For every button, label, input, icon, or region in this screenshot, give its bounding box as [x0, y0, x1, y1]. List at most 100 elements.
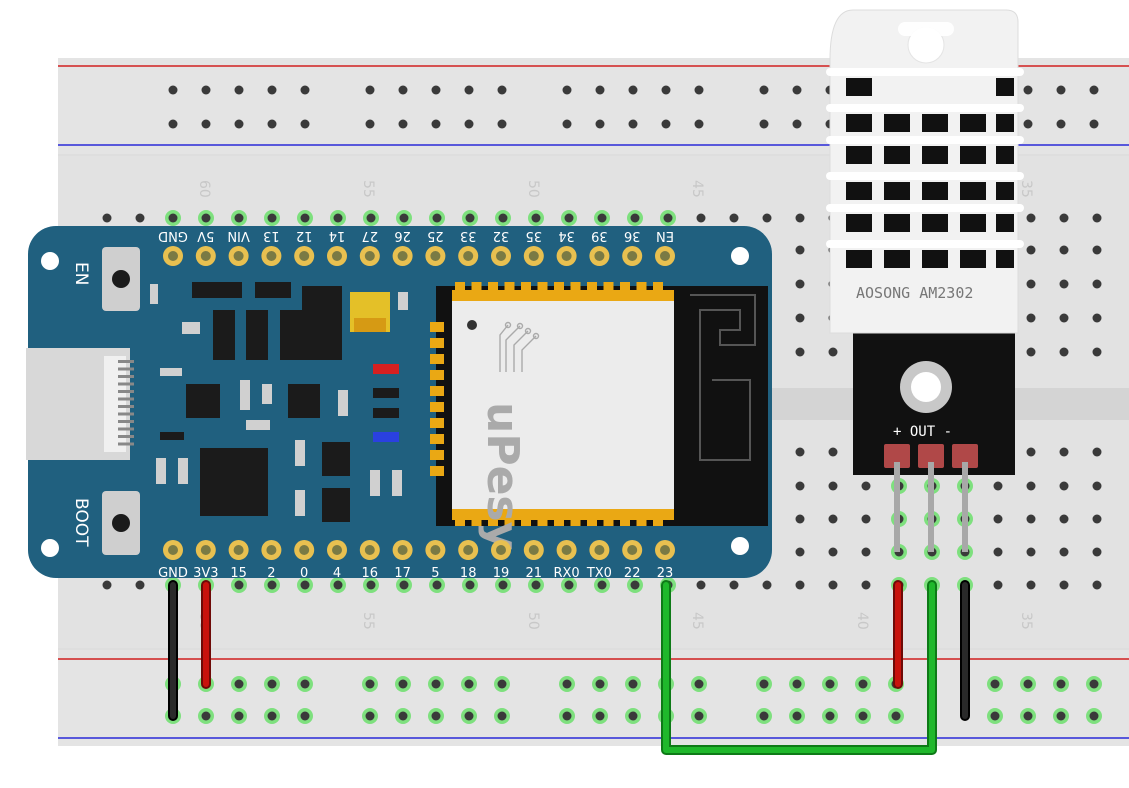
- breadboard-hole: [333, 580, 343, 590]
- breadboard-hole: [267, 213, 277, 223]
- breadboard-hole: [861, 481, 871, 491]
- breadboard-hole: [861, 547, 871, 557]
- breadboard-hole: [825, 679, 835, 689]
- breadboard-hole: [234, 580, 244, 590]
- top-pin-label: 32: [493, 228, 510, 243]
- grille-slot: [884, 250, 910, 268]
- breadboard-hole: [828, 547, 838, 557]
- breadboard-hole: [891, 711, 901, 721]
- logo-circuit-traces: [499, 321, 540, 372]
- smd-component: [373, 408, 399, 418]
- breadboard-hole: [497, 711, 507, 721]
- bottom-pin-label: 18: [460, 566, 477, 581]
- breadboard-hole: [431, 119, 441, 129]
- pin-leg-out: [928, 462, 934, 552]
- breadboard-hole: [993, 481, 1003, 491]
- boot-button[interactable]: [102, 491, 140, 555]
- breadboard-hole: [597, 213, 607, 223]
- breadboard-hole: [431, 711, 441, 721]
- breadboard-hole: [234, 679, 244, 689]
- breadboard-hole: [531, 213, 541, 223]
- breadboard-hole: [333, 213, 343, 223]
- smd-component: [280, 310, 302, 360]
- bottom-pin-label: GND: [158, 566, 188, 581]
- smd-component: [246, 310, 268, 360]
- top-pin-label: 26: [394, 228, 411, 243]
- top-pin-label: 12: [296, 228, 313, 243]
- breadboard-hole: [1059, 580, 1069, 590]
- breadboard-hole: [993, 514, 1003, 524]
- breadboard-hole: [234, 213, 244, 223]
- grille-slot: [846, 182, 872, 200]
- breadboard-hole: [1023, 679, 1033, 689]
- breadboard-hole: [792, 85, 802, 95]
- pin-leg-plus: [894, 462, 900, 552]
- breadboard-hole: [300, 213, 310, 223]
- breadboard-hole: [431, 85, 441, 95]
- bottom-pin-label: 17: [394, 566, 411, 581]
- breadboard-hole: [1089, 85, 1099, 95]
- top-pin-label: GND: [158, 228, 188, 243]
- bottom-pin-label: 21: [526, 566, 543, 581]
- breadboard-hole: [661, 119, 671, 129]
- breadboard-hole: [267, 679, 277, 689]
- breadboard-hole: [1089, 679, 1099, 689]
- grille-slot: [960, 182, 986, 200]
- breadboard-hole: [795, 245, 805, 255]
- breadboard-hole: [1056, 679, 1066, 689]
- breadboard-hole: [1059, 347, 1069, 357]
- grille-slot: [884, 114, 910, 132]
- grille-slot: [884, 182, 910, 200]
- grille-slot: [960, 146, 986, 164]
- breadboard-hole: [300, 580, 310, 590]
- breadboard-hole: [795, 347, 805, 357]
- breadboard-hole: [267, 85, 277, 95]
- grille-slot: [922, 182, 948, 200]
- grille-slot: [996, 78, 1014, 96]
- grille-slot: [996, 182, 1014, 200]
- breadboard-hole: [1056, 711, 1066, 721]
- breadboard-hole: [795, 580, 805, 590]
- grille-slot: [922, 250, 948, 268]
- mount-hole-bl: [41, 539, 59, 557]
- breadboard-hole: [531, 580, 541, 590]
- sensor-model-label: AOSONG AM2302: [856, 284, 973, 302]
- top-pin-label: 34: [558, 228, 575, 243]
- breadboard-hole: [597, 580, 607, 590]
- breadboard-hole: [234, 85, 244, 95]
- rf-shield: [452, 301, 674, 509]
- breadboard-hole: [694, 711, 704, 721]
- smd-component: [160, 368, 182, 376]
- breadboard-hole: [267, 580, 277, 590]
- smd-component: [150, 284, 158, 304]
- breadboard-hole: [825, 711, 835, 721]
- smd-component: [160, 432, 184, 440]
- en-label: EN: [71, 262, 91, 285]
- breadboard-hole: [990, 679, 1000, 689]
- breadboard-hole: [201, 85, 211, 95]
- breadboard-hole: [497, 119, 507, 129]
- breadboard-hole: [828, 481, 838, 491]
- breadboard-hole: [1059, 245, 1069, 255]
- breadboard-hole: [1026, 213, 1036, 223]
- grille-slot: [996, 114, 1014, 132]
- breadboard-holes: [102, 85, 1102, 724]
- breadboard-hole: [795, 447, 805, 457]
- en-button[interactable]: [102, 247, 140, 311]
- breadboard-hole: [990, 711, 1000, 721]
- smd-component: [156, 458, 166, 484]
- breadboard-hole: [628, 711, 638, 721]
- breadboard-hole: [858, 679, 868, 689]
- esp32-wroom-module: uPesy: [430, 282, 768, 550]
- breadboard-hole: [1026, 580, 1036, 590]
- breadboard-hole: [759, 711, 769, 721]
- top-pin-label: 5V: [197, 228, 214, 243]
- breadboard-hole: [300, 679, 310, 689]
- module-pin-label: + OUT -: [893, 424, 952, 440]
- breadboard-hole: [1092, 514, 1102, 524]
- breadboard-hole: [168, 213, 178, 223]
- breadboard-hole: [1026, 547, 1036, 557]
- grille-slot: [846, 250, 872, 268]
- breadboard-hole: [497, 85, 507, 95]
